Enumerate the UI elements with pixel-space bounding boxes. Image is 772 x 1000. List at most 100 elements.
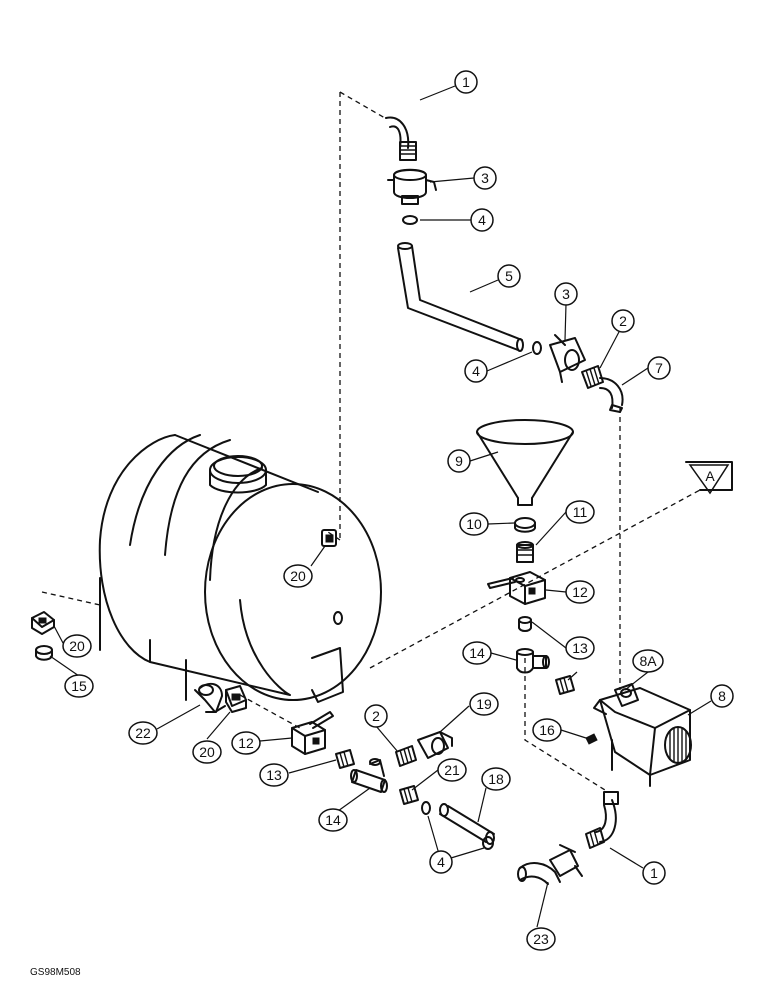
section-marker-a: A: [685, 461, 733, 495]
callout-23: 23: [526, 927, 556, 951]
svg-text:10: 10: [466, 516, 482, 532]
callout-20-left: 20: [62, 634, 92, 658]
tube-18: [439, 803, 495, 845]
svg-text:22: 22: [135, 725, 151, 741]
callout-8: 8: [710, 684, 734, 708]
hose-top: [397, 242, 524, 352]
svg-text:2: 2: [372, 708, 380, 724]
callout-13-right: 13: [565, 636, 595, 660]
elbow-tank-outlet: [198, 682, 223, 713]
svg-text:11: 11: [573, 504, 588, 520]
svg-text:20: 20: [290, 568, 306, 584]
callout-20-bottom: 20: [192, 740, 222, 764]
cap-left: [35, 645, 53, 661]
callout-3-top: 3: [473, 166, 497, 190]
callout-20-tank: 20: [283, 564, 313, 588]
svg-text:21: 21: [444, 762, 460, 778]
callout-9: 9: [447, 449, 471, 473]
svg-text:14: 14: [325, 812, 341, 828]
svg-text:12: 12: [238, 735, 254, 751]
oring-mid: [532, 341, 542, 355]
callout-18: 18: [481, 767, 511, 791]
hose-elbow-top: [385, 116, 417, 161]
svg-text:8A: 8A: [639, 653, 657, 669]
tank: [98, 434, 382, 713]
callout-5: 5: [497, 264, 521, 288]
svg-text:1: 1: [462, 74, 470, 90]
svg-text:9: 9: [455, 453, 463, 469]
svg-text:3: 3: [481, 170, 489, 186]
svg-text:2: 2: [619, 313, 627, 329]
svg-text:23: 23: [533, 931, 549, 947]
nipple-funnel: [516, 541, 534, 563]
figure-code: GS98M508: [30, 967, 81, 978]
svg-text:3: 3: [562, 286, 570, 302]
svg-text:4: 4: [472, 363, 480, 379]
tee-left: [350, 758, 388, 793]
callout-3-mid: 3: [554, 282, 578, 306]
svg-text:14: 14: [469, 645, 485, 661]
callout-14-right: 14: [462, 641, 492, 665]
svg-text:13: 13: [266, 767, 282, 783]
svg-text:19: 19: [476, 696, 492, 712]
callout-4-mid: 4: [464, 359, 488, 383]
svg-text:12: 12: [572, 584, 588, 600]
callout-1-bottom: 1: [642, 861, 666, 885]
plug-tank-end: [321, 529, 337, 547]
callouts: 1 3 4 5 3 2 4 7 9 10 11 12 13 14 20 20 1…: [62, 70, 734, 951]
svg-text:13: 13: [572, 640, 588, 656]
callout-14-left: 14: [318, 808, 348, 832]
pump: [593, 683, 692, 787]
coupler-19: [417, 731, 453, 759]
leader-lines: [49, 85, 712, 928]
nipple-left: [335, 749, 355, 769]
coupler-top: [387, 168, 437, 205]
nipple-pump-inlet: [555, 675, 575, 695]
funnel: [476, 419, 574, 506]
section-marker-label: A: [705, 468, 715, 484]
callout-7: 7: [647, 356, 671, 380]
nipple-21: [399, 785, 419, 805]
svg-text:8: 8: [718, 688, 726, 704]
oring-top: [402, 215, 418, 225]
assembly-dashed-lines: [41, 91, 701, 791]
ball-valve-left: [291, 711, 334, 755]
svg-text:20: 20: [69, 638, 85, 654]
callout-1-top: 1: [454, 70, 478, 94]
callout-10: 10: [459, 512, 489, 536]
oring-bottom-a: [421, 801, 431, 815]
hose-23: [517, 844, 583, 885]
callout-12-right: 12: [565, 580, 595, 604]
callout-21: 21: [437, 758, 467, 782]
screw-16: [585, 733, 598, 745]
nipple-left-upper: [395, 745, 417, 767]
callout-4-top: 4: [470, 208, 494, 232]
hose-elbow-bottom: [585, 791, 619, 849]
svg-text:4: 4: [478, 212, 486, 228]
callout-8a: 8A: [632, 649, 664, 673]
svg-text:7: 7: [655, 360, 663, 376]
coupler-mid: [549, 334, 586, 383]
svg-text:16: 16: [539, 722, 555, 738]
svg-text:18: 18: [488, 771, 504, 787]
svg-text:1: 1: [650, 865, 658, 881]
callout-12-left: 12: [231, 731, 261, 755]
hose-elbow-mid: [599, 377, 624, 413]
plug-left: [31, 611, 55, 635]
svg-text:15: 15: [71, 678, 87, 694]
oring-bottom-b: [482, 836, 494, 850]
callout-13-left: 13: [259, 763, 289, 787]
callout-16: 16: [532, 718, 562, 742]
callout-2-top: 2: [611, 309, 635, 333]
svg-text:5: 5: [505, 268, 513, 284]
callout-4-bottom: 4: [429, 850, 453, 874]
nipple-right: [518, 616, 532, 632]
nipple-mid: [581, 365, 604, 389]
svg-text:4: 4: [437, 854, 445, 870]
callout-2-bottom: 2: [364, 704, 388, 728]
tee-right: [516, 648, 550, 674]
callout-11: 11: [565, 500, 595, 524]
callout-15: 15: [64, 674, 94, 698]
plug-bottom: [225, 685, 247, 713]
